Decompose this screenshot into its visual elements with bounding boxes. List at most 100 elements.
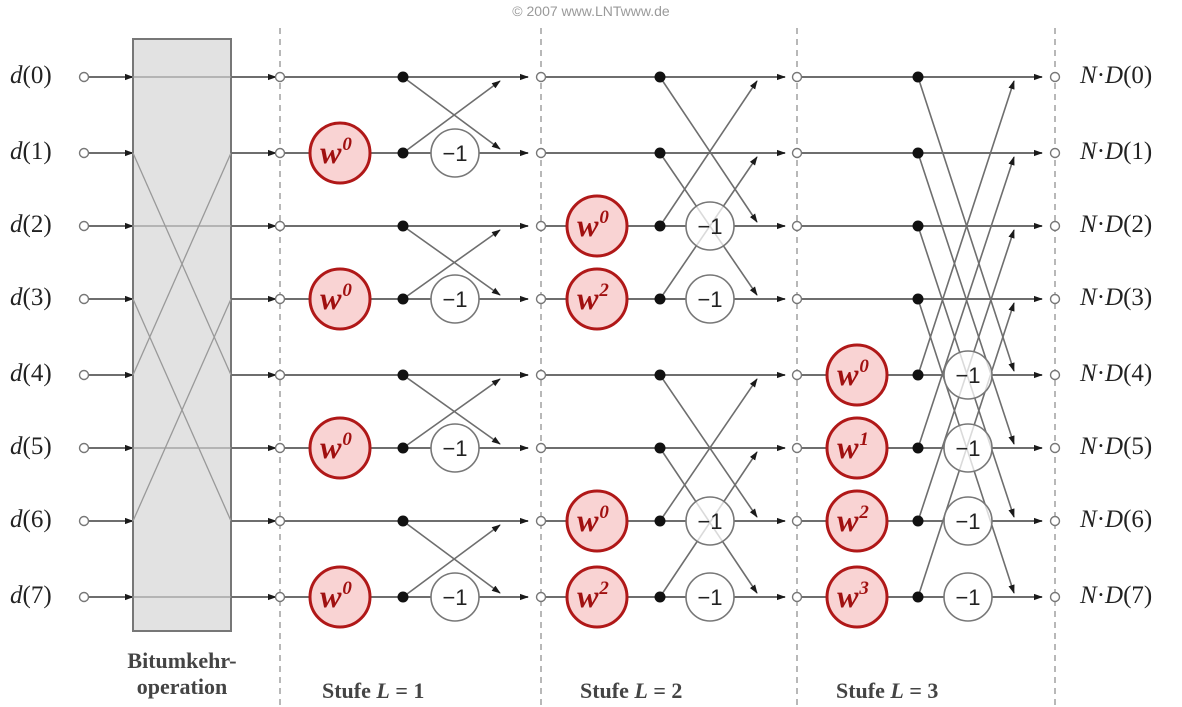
branch-dot [397, 442, 409, 454]
output-label-index: (3) [1123, 284, 1153, 311]
twiddle-factor-node [308, 267, 372, 331]
butterfly-cross [402, 374, 501, 445]
input-node [78, 442, 90, 454]
output-label-fn: D [1105, 582, 1124, 609]
output-label-prefix: N [1080, 62, 1097, 89]
butterfly-cross [402, 524, 501, 598]
output-label-fn: D [1105, 138, 1124, 165]
stage-input-node [274, 293, 286, 305]
twiddle-factor-node [565, 565, 629, 629]
butterfly-cross [917, 156, 1015, 449]
input-node [78, 71, 90, 83]
branch-dot [912, 515, 924, 527]
stage-input-node [791, 220, 803, 232]
minus-one-node [685, 572, 735, 622]
stage-caption-prefix: Stufe [836, 678, 891, 703]
minus-one-label: −1 [697, 509, 722, 534]
stage-caption: Stufe L = 3 [836, 678, 1016, 704]
twiddle-exponent: 1 [859, 429, 869, 450]
twiddle-exponent: 2 [858, 502, 869, 523]
output-label: N·D(1) [1080, 138, 1180, 166]
stage-input-node [791, 293, 803, 305]
stage-caption-eq: = [389, 678, 414, 703]
minus-one-label: −1 [955, 509, 980, 534]
stage-input-node [274, 591, 286, 603]
butterfly-cross [402, 378, 501, 449]
output-label: N·D(7) [1080, 582, 1180, 610]
branch-dot [654, 515, 666, 527]
twiddle-exponent: 0 [342, 134, 352, 155]
minus-one-node [685, 274, 735, 324]
stage-caption-var: L [890, 678, 904, 703]
butterfly-cross [917, 76, 1015, 372]
output-label-dot: · [1096, 211, 1106, 238]
input-node [78, 220, 90, 232]
branch-dot [397, 591, 409, 603]
twiddle-factor-node [308, 416, 372, 480]
input-node [78, 369, 90, 381]
minus-one-label: −1 [955, 436, 980, 461]
twiddle-factor-node [308, 565, 372, 629]
output-label-index: (1) [1123, 138, 1153, 165]
twiddle-exponent: 0 [859, 356, 869, 377]
twiddle-factor-node [825, 565, 889, 629]
bitreversal-caption-line1: Bitumkehr- [127, 648, 237, 673]
branch-dot [397, 220, 409, 232]
stage-input-node [791, 442, 803, 454]
minus-one-node [430, 423, 480, 473]
input-label-index: (2) [22, 211, 52, 238]
output-label-prefix: N [1080, 138, 1097, 165]
stage-input-node [791, 71, 803, 83]
branch-dot [397, 71, 409, 83]
minus-one-label: −1 [697, 585, 722, 610]
branch-dot [912, 442, 924, 454]
branch-dot [654, 147, 666, 159]
output-label-dot: · [1096, 62, 1106, 89]
stage-input-node [274, 220, 286, 232]
branch-dot [397, 293, 409, 305]
minus-one-label: −1 [697, 287, 722, 312]
output-label-dot: · [1096, 582, 1106, 609]
input-node [78, 591, 90, 603]
stage-caption-num: 2 [671, 678, 683, 703]
input-label-fn: d [10, 582, 23, 609]
twiddle-exponent: 0 [342, 280, 352, 301]
output-node [1049, 71, 1061, 83]
output-node [1049, 591, 1061, 603]
stage-input-node [535, 369, 547, 381]
branch-dot [654, 442, 666, 454]
stage-caption-num: 1 [413, 678, 425, 703]
minus-one-node [685, 496, 735, 546]
output-label: N·D(3) [1080, 284, 1180, 312]
minus-one-label: −1 [442, 287, 467, 312]
bitreversal-wire [132, 298, 232, 522]
minus-one-node [943, 350, 993, 400]
output-label-dot: · [1096, 360, 1106, 387]
output-label: N·D(0) [1080, 62, 1180, 90]
output-label-fn: D [1105, 433, 1124, 460]
twiddle-exponent: 2 [598, 578, 609, 599]
branch-dot [912, 71, 924, 83]
bitreversal-wire [132, 152, 232, 376]
twiddle-factor-node [308, 121, 372, 185]
butterfly-cross [659, 80, 758, 227]
input-label: d(1) [10, 138, 72, 166]
minus-one-node [943, 572, 993, 622]
input-label-index: (0) [22, 62, 52, 89]
branch-dot [912, 220, 924, 232]
output-label-fn: D [1105, 506, 1124, 533]
twiddle-factor-node [825, 489, 889, 553]
output-label-index: (0) [1123, 62, 1153, 89]
twiddle-factor-node [565, 267, 629, 331]
stage-input-node [535, 442, 547, 454]
stage-input-node [791, 369, 803, 381]
input-label-fn: d [10, 506, 23, 533]
butterfly-cross [402, 225, 501, 296]
input-label-index: (1) [22, 138, 52, 165]
twiddle-factor-node [565, 194, 629, 258]
stage-input-node [274, 515, 286, 527]
stage-input-node [274, 442, 286, 454]
stage-caption: Stufe L = 2 [580, 678, 760, 704]
input-label: d(0) [10, 62, 72, 90]
